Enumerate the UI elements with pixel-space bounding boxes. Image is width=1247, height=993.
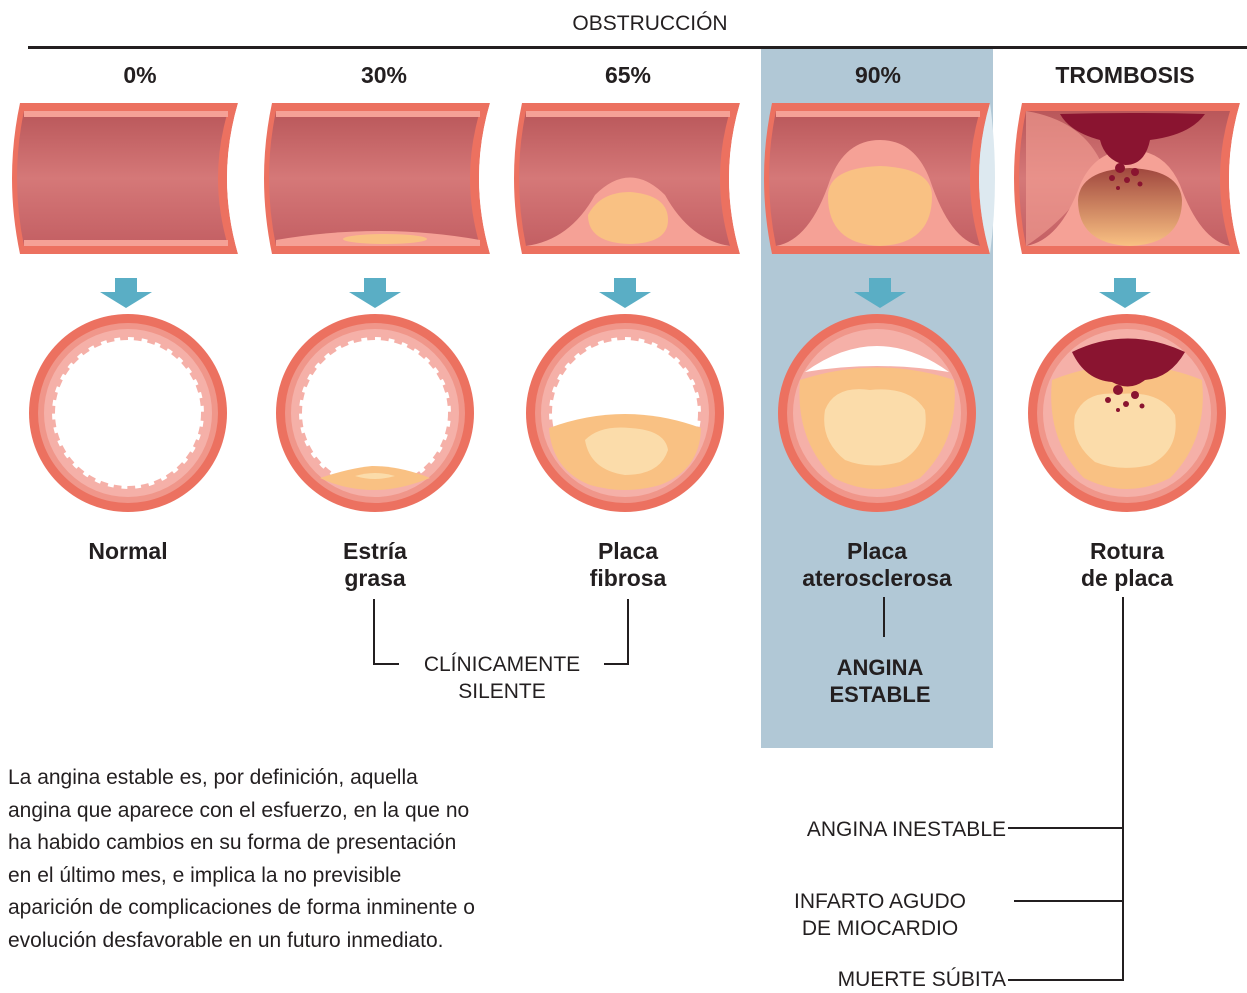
unstable-angina-label: ANGINA INESTABLE <box>726 816 1006 843</box>
description-paragraph: La angina estable es, por definición, aq… <box>8 762 648 957</box>
outcome-branch-unstable <box>1008 827 1124 829</box>
arrow-down-icon <box>100 278 152 308</box>
arrow-down-icon <box>599 278 651 308</box>
arrow-down-icon <box>1099 278 1151 308</box>
sudden-death-label: MUERTE SÚBITA <box>760 966 1006 993</box>
cross-section-normal <box>29 314 227 512</box>
silent-bracket-right-foot <box>604 663 629 665</box>
cross-section-fatty-streak <box>276 314 474 512</box>
myocardial-infarction-label: INFARTO AGUDO DE MIOCARDIO <box>760 888 1000 942</box>
silent-bracket-right <box>627 599 629 665</box>
stable-angina-label: ANGINA ESTABLE <box>780 654 980 708</box>
arrow-down-icon <box>349 278 401 308</box>
stage-label-fibrous-plaque: Placa fibrosa <box>513 538 743 592</box>
outcome-branch-death <box>1008 979 1124 981</box>
vessel-long-normal <box>12 103 243 254</box>
cross-section-fibrous-plaque <box>526 314 724 512</box>
silent-bracket-left <box>373 599 375 665</box>
stage-label-normal: Normal <box>13 538 243 565</box>
stable-connector <box>883 597 885 637</box>
cross-section-plaque-rupture <box>1028 314 1226 512</box>
stage-label-atherosclerotic-plaque: Placa aterosclerosa <box>762 538 992 592</box>
outcome-trunk <box>1122 597 1124 981</box>
arrow-down-icon <box>854 278 906 308</box>
cross-section-atherosclerotic-plaque <box>778 314 976 512</box>
vessel-long-thrombosis <box>1014 103 1245 254</box>
vessel-long-atherosclerotic-plaque <box>764 103 995 254</box>
silent-bracket-left-foot <box>373 663 399 665</box>
clinically-silent-label: CLÍNICAMENTE SILENTE <box>400 651 604 705</box>
stage-label-fatty-streak: Estría grasa <box>260 538 490 592</box>
vessel-long-fatty-streak <box>264 103 495 254</box>
vessel-long-fibrous-plaque <box>514 103 745 254</box>
stage-label-plaque-rupture: Rotura de placa <box>1012 538 1242 592</box>
outcome-branch-infarct <box>1014 900 1124 902</box>
